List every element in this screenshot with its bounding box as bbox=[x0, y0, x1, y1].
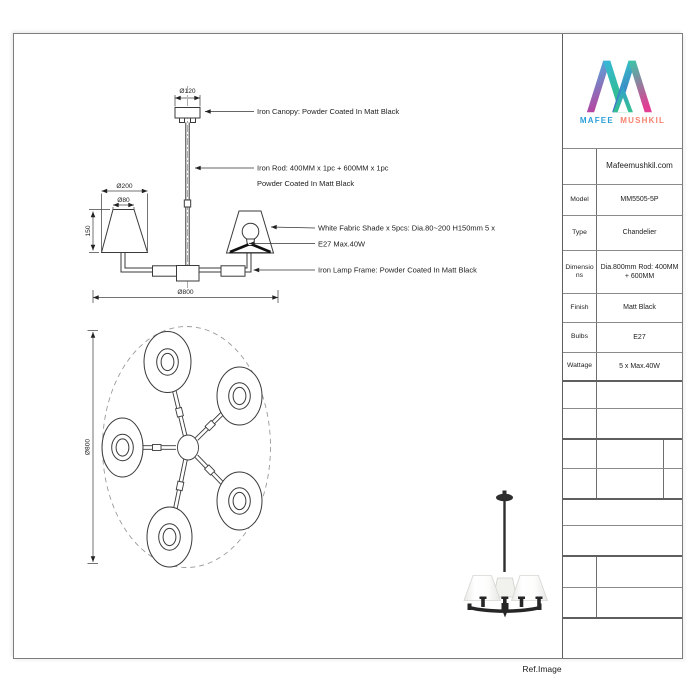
table-row-empty bbox=[563, 587, 682, 617]
type-label: Type bbox=[563, 216, 597, 250]
dimensions-label: Dimensions bbox=[563, 251, 597, 293]
bulb-shape bbox=[241, 222, 260, 241]
mafee-mushkil-logo-icon bbox=[586, 60, 652, 112]
side-view-dim-labels: Ø120 Ø200 Ø80 150 Ø800 bbox=[85, 88, 196, 296]
top-view-dimension bbox=[87, 330, 98, 564]
logo-word-mushkil: MUSHKIL bbox=[620, 115, 666, 125]
dim-shade-height: 150 bbox=[85, 225, 92, 236]
wattage-label: Wattage bbox=[563, 353, 597, 380]
ref-image-drawing bbox=[463, 490, 549, 618]
hub-shape bbox=[176, 265, 200, 282]
annotation-frame: Iron Lamp Frame: Powder Coated In Matt B… bbox=[318, 266, 477, 275]
annotation-leaders bbox=[195, 109, 316, 273]
annotation-rod-line1: Iron Rod: 400MM x 1pc + 600MM x 1pc bbox=[257, 164, 389, 173]
dim-shade-top-dia: Ø80 bbox=[117, 197, 130, 204]
finish-value: Matt Black bbox=[623, 304, 656, 312]
table-row-empty bbox=[563, 525, 682, 555]
wattage-value: 5 x Max.40W bbox=[619, 362, 660, 370]
logo-box: MAFEE MUSHKIL bbox=[563, 34, 682, 148]
finish-label: Finish bbox=[563, 294, 597, 322]
annotation-canopy: Iron Canopy: Powder Coated In Matt Black bbox=[257, 107, 399, 116]
table-row-type: Type Chandelier bbox=[563, 215, 682, 250]
table-row-empty bbox=[563, 468, 682, 498]
dim-overall-top: Ø800 bbox=[85, 439, 92, 455]
annotation-texts: Iron Canopy: Powder Coated In Matt Black… bbox=[257, 107, 495, 275]
annotation-bulb: E27 Max.40W bbox=[318, 240, 366, 249]
bulbs-value: E27 bbox=[633, 333, 646, 341]
dim-shade-bottom-dia: Ø200 bbox=[116, 183, 132, 190]
technical-drawing: Ø120 Ø200 Ø80 150 Ø800 Iron Canopy: Powd… bbox=[85, 86, 549, 618]
dim-canopy-dia: Ø120 bbox=[179, 88, 195, 95]
table-row-model: Model MM5505-5P bbox=[563, 184, 682, 215]
table-row-bulbs: Bulbs E27 bbox=[563, 322, 682, 352]
table-row-empty bbox=[563, 380, 682, 408]
dimensions-value: Dia.800mm Rod: 400MM + 600MM bbox=[600, 263, 679, 280]
table-row-wattage: Wattage 5 x Max.40W bbox=[563, 352, 682, 380]
table-row-empty bbox=[563, 498, 682, 525]
dim-overall-side: Ø800 bbox=[177, 289, 193, 296]
spec-sheet: Ø120 Ø200 Ø80 150 Ø800 Iron Canopy: Powd… bbox=[13, 33, 683, 674]
model-label: Model bbox=[563, 185, 597, 215]
side-view-drawing bbox=[100, 86, 275, 288]
table-row-dimensions: Dimensions Dia.800mm Rod: 400MM + 600MM bbox=[563, 250, 682, 293]
model-value: MM5505-5P bbox=[620, 196, 659, 204]
table-row-header: Mafeemushkil.com bbox=[563, 148, 682, 184]
header-label-cell bbox=[563, 149, 597, 184]
top-view-drawing bbox=[101, 326, 271, 568]
left-shade-shape bbox=[100, 209, 149, 253]
side-view-dimensions bbox=[89, 95, 279, 303]
website-cell: Mafeemushkil.com bbox=[606, 161, 673, 171]
table-row-empty bbox=[563, 555, 682, 587]
type-value: Chandelier bbox=[622, 229, 657, 237]
annotation-shade: White Fabric Shade x 5pcs: Dia.80~200 H1… bbox=[318, 224, 495, 233]
table-row-empty bbox=[563, 617, 682, 658]
bulbs-label: Bulbs bbox=[563, 323, 597, 352]
title-block: MAFEE MUSHKIL Mafeemushkil.com Model MM5… bbox=[562, 34, 682, 658]
top-hub-shape bbox=[177, 434, 199, 461]
ref-image-caption: Ref.Image bbox=[522, 664, 562, 674]
table-row-empty bbox=[563, 408, 682, 438]
canopy-shape bbox=[174, 107, 201, 119]
table-row-finish: Finish Matt Black bbox=[563, 293, 682, 322]
logo-wordmark: MAFEE MUSHKIL bbox=[580, 116, 665, 125]
table-row-empty bbox=[563, 438, 682, 468]
logo-word-mafee: MAFEE bbox=[579, 115, 614, 125]
annotation-rod-line2: Powder Coated In Matt Black bbox=[257, 179, 354, 188]
